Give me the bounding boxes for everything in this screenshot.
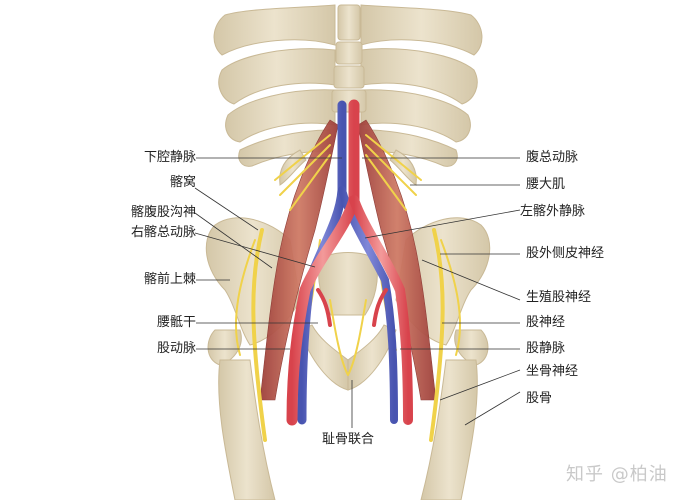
rib-cage xyxy=(213,4,483,186)
label-psoas-major: 腰大肌 xyxy=(526,177,566,192)
label-ivc: 下腔静脉 xyxy=(143,150,196,165)
label-pubic-symphysis: 耻骨联合 xyxy=(322,432,375,447)
label-iliac-fossa: 髂窝 xyxy=(169,175,196,190)
label-lateral-femoral-cutaneous-nerve: 股外侧皮神经 xyxy=(526,246,605,261)
label-left-external-iliac-vein: 左髂外静脉 xyxy=(520,204,586,219)
femurs xyxy=(207,329,489,501)
label-femoral-nerve: 股神经 xyxy=(526,315,566,330)
label-sciatic-nerve: 坐骨神经 xyxy=(526,364,579,379)
watermark: 知乎 @柏油 xyxy=(566,464,668,485)
leader-lines xyxy=(194,157,521,428)
label-femoral-vein: 股静脉 xyxy=(526,341,566,356)
label-femur: 股骨 xyxy=(526,391,553,406)
label-lumbosacral-trunk: 腰骶干 xyxy=(156,315,196,330)
label-right-common-iliac-artery: 右髂总动脉 xyxy=(130,225,196,240)
label-abdominal-aorta: 腹总动脉 xyxy=(526,150,579,165)
label-femoral-artery: 股动脉 xyxy=(156,341,196,356)
psoas-muscles xyxy=(259,119,437,401)
label-ilioinguinal-nerve: 髂腹股沟神 xyxy=(130,205,196,220)
label-asis: 髂前上棘 xyxy=(143,272,196,287)
label-genitofemoral-nerve: 生殖股神经 xyxy=(526,290,592,305)
arteries xyxy=(286,99,413,426)
